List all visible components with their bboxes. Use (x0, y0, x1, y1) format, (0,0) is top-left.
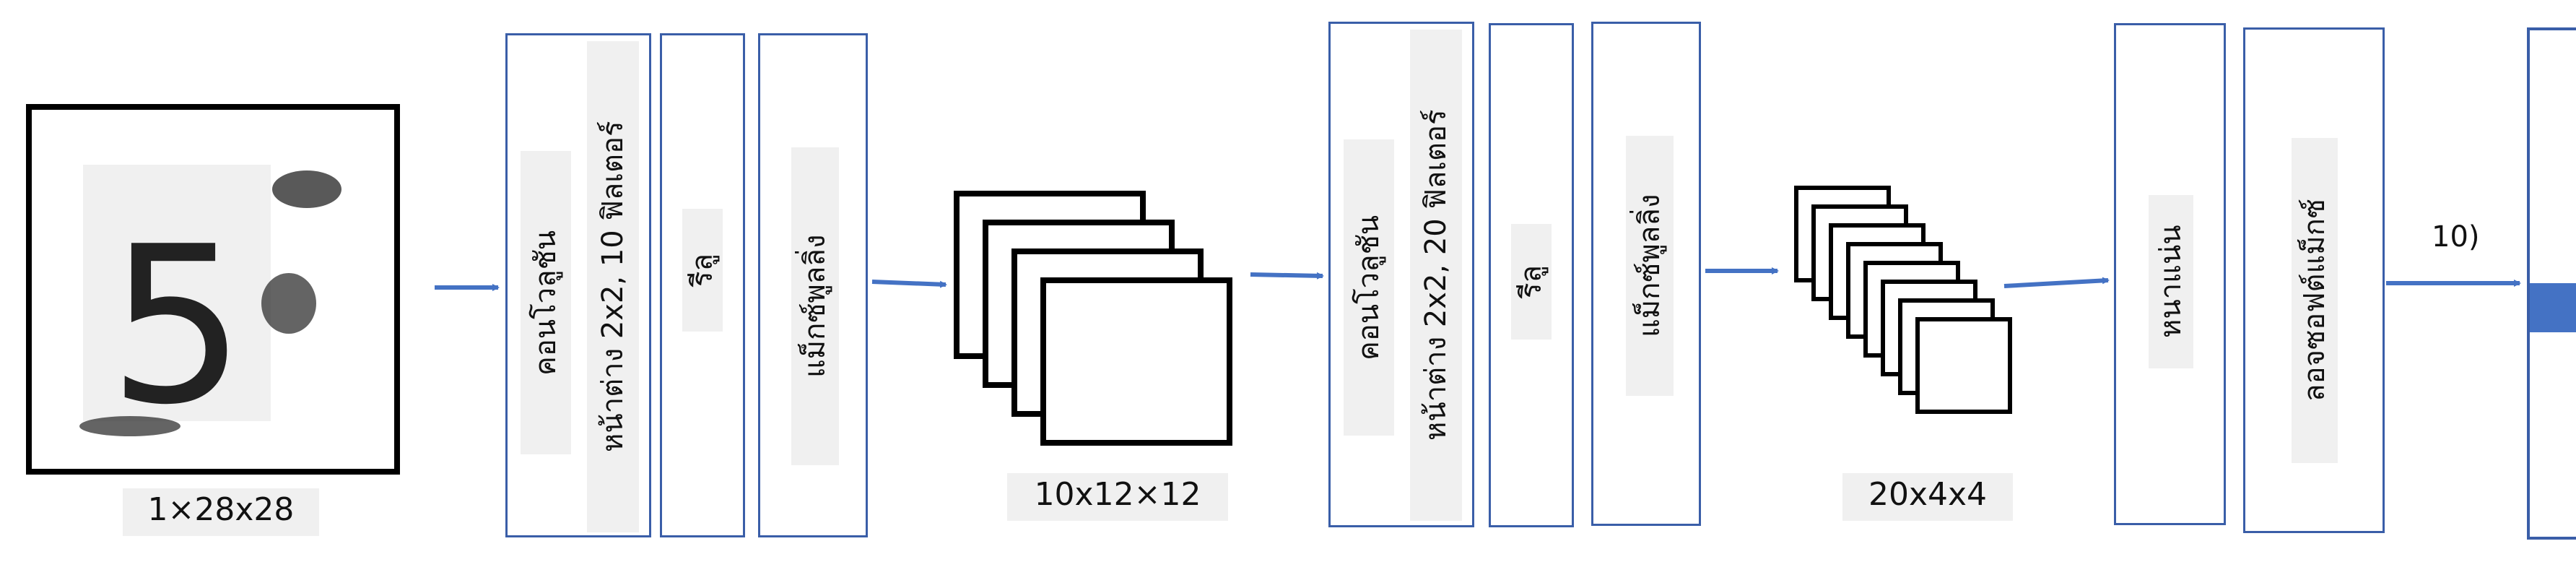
dense-label: หนาแน่น (2149, 195, 2193, 368)
feature-map-stack-2 (1794, 186, 2012, 414)
feature1-dims-label: 10x12×12 (1007, 473, 1228, 521)
conv1-window-label: หน้าต่าง 2x2, 10 ฟิลเตอร์ (587, 41, 639, 532)
conv1-box: คอนโวลูชัน หน้าต่าง 2x2, 10 ฟิลเตอร์ (505, 33, 651, 537)
pool1-label: แม็กซ์พูลลิ่ง (791, 147, 839, 465)
conv2-window-label: หน้าต่าง 2x2, 20 ฟิลเตอร์ (1410, 30, 1462, 521)
input-image-panel (83, 165, 271, 421)
softmax-box: ลอจซอฟต์แม็กซ์ (2243, 27, 2385, 533)
input-image-smudge-top (272, 170, 341, 208)
feature-map-stack-1 (954, 191, 1232, 446)
pool1-box: แม็กซ์พูลลิ่ง (758, 33, 868, 537)
input-digit: 5 (108, 200, 246, 452)
feature-map-2-8 (1915, 317, 2012, 414)
relu1-label: รีลู (682, 209, 723, 332)
relu2-box: รีลู (1489, 23, 1574, 527)
feature2-dims-label: 20x4x4 (1842, 473, 2013, 521)
input-image-smudge-bottom (79, 416, 180, 436)
softmax-label: ลอจซอฟต์แม็กซ์ (2292, 138, 2338, 463)
relu1-box: รีลู (660, 33, 745, 537)
conv2-label: คอนโวลูชัน (1344, 139, 1394, 436)
dense-box: หนาแน่น (2114, 23, 2226, 525)
input-image-smudge-mid (261, 273, 316, 334)
output-count-label: 10) (2432, 220, 2480, 254)
pool2-label: แม็กซ์พูลลิ่ง (1626, 136, 1674, 396)
feature-map-1-4 (1040, 277, 1232, 446)
conv2-box: คอนโวลูชัน หน้าต่าง 2x2, 20 ฟิลเตอร์ (1328, 22, 1474, 527)
relu2-label: รีลู (1511, 224, 1552, 340)
arrow-pool1-to-feature1 (871, 280, 947, 288)
pool2-box: แม็กซ์พูลลิ่ง (1591, 22, 1701, 526)
output-vector-highlight (2530, 283, 2576, 332)
conv1-label: คอนโวลูชัน (521, 151, 571, 454)
arrow-feature1-to-conv2 (1250, 272, 1324, 280)
input-dims-label: 1×28x28 (123, 488, 319, 536)
arrow-feature2-to-dense (2003, 277, 2110, 288)
